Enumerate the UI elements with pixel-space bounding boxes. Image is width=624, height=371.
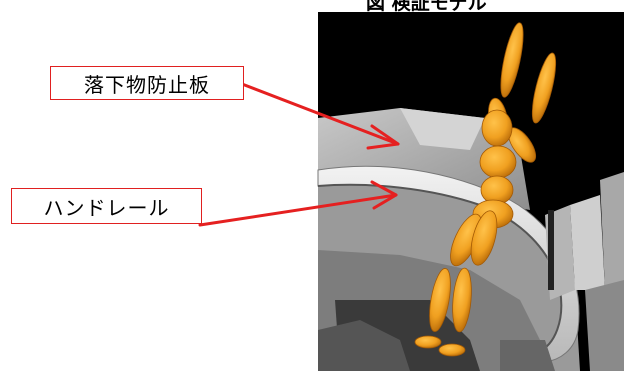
- callout-arrows: [198, 82, 400, 227]
- figure-title: 図 検証モデル: [366, 0, 487, 14]
- handrail-label: ハンドレール: [11, 188, 202, 224]
- fall-prevention-board-label: 落下物防止板: [50, 66, 244, 100]
- mannequin-figure: [414, 22, 557, 357]
- handrail-label-text: ハンドレール: [43, 195, 170, 220]
- arrow-to-fall-prevention-board: [240, 82, 400, 150]
- fall-prevention-board-label-text: 落下物防止板: [84, 72, 210, 97]
- arrow-to-handrail: [198, 180, 398, 227]
